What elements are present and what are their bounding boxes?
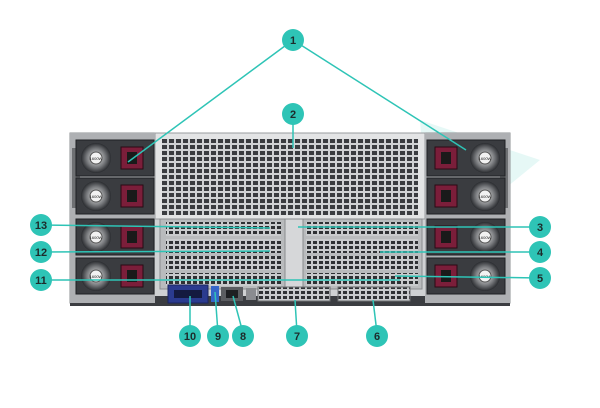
riser-divider — [284, 218, 304, 290]
callout-number: 9 — [215, 331, 221, 343]
pcie-slot-left-3 — [166, 256, 281, 270]
callout-3: 3 — [529, 216, 551, 238]
callout-number: 10 — [184, 331, 196, 343]
psu-wattage-label: 1600W — [90, 194, 103, 199]
callout-number: 4 — [537, 247, 544, 259]
pcie-slot-left-1 — [166, 222, 281, 236]
callout-number: 12 — [35, 247, 47, 259]
callout-1: 1 — [282, 29, 304, 51]
power-supply-right-2: 1600W — [426, 177, 506, 215]
left-power-supplies: 1600W 1600W 1600W 1600W — [75, 139, 155, 295]
callout-number: 8 — [240, 331, 246, 343]
pcie-slot-right-3 — [306, 256, 418, 270]
callout-6: 6 — [366, 325, 388, 347]
id-button — [246, 288, 256, 300]
power-supply-right-3: 1600W — [426, 218, 506, 256]
ocp-slot-2 — [337, 286, 411, 302]
top-fan-grille — [162, 139, 418, 215]
callout-number: 5 — [537, 273, 543, 285]
power-supply-left-4: 1600W — [75, 257, 155, 295]
psu-wattage-label: 1600W — [90, 235, 103, 240]
power-supply-left-2: 1600W — [75, 177, 155, 215]
callout-2: 2 — [282, 103, 304, 125]
callout-5: 5 — [529, 267, 551, 289]
callout-13: 13 — [30, 214, 52, 236]
callout-number: 2 — [290, 109, 296, 121]
pcie-slot-right-1 — [306, 222, 418, 236]
power-supply-right-1: 1600W — [426, 139, 506, 177]
psu-wattage-label: 1600W — [479, 194, 492, 199]
callout-number: 11 — [35, 275, 47, 287]
pcie-slot-left-2 — [166, 239, 281, 253]
callout-10: 10 — [179, 325, 201, 347]
psu-wattage-label: 1600W — [479, 156, 492, 161]
callout-number: 13 — [35, 220, 47, 232]
callout-number: 3 — [537, 222, 543, 234]
psu-wattage-label: 1600W — [90, 156, 103, 161]
ocp-slot-1 — [257, 286, 331, 302]
leader-lines — [40, 39, 541, 334]
psu-wattage-label: 1600W — [479, 235, 492, 240]
rear-io-ports — [167, 284, 411, 304]
psu-wattage-label: 1600W — [90, 274, 103, 279]
callout-12: 12 — [30, 241, 52, 263]
power-supply-left-1: 1600W — [75, 139, 155, 177]
callout-9: 9 — [207, 325, 229, 347]
callout-11: 11 — [30, 269, 52, 291]
pcie-riser-area — [159, 218, 423, 290]
callout-number: 6 — [374, 331, 380, 343]
callout-4: 4 — [529, 241, 551, 263]
callout-number: 7 — [294, 331, 300, 343]
power-supply-left-3: 1600W — [75, 218, 155, 256]
pcie-slot-right-2 — [306, 239, 418, 253]
callout-8: 8 — [232, 325, 254, 347]
callout-number: 1 — [290, 35, 296, 47]
callout-7: 7 — [286, 325, 308, 347]
